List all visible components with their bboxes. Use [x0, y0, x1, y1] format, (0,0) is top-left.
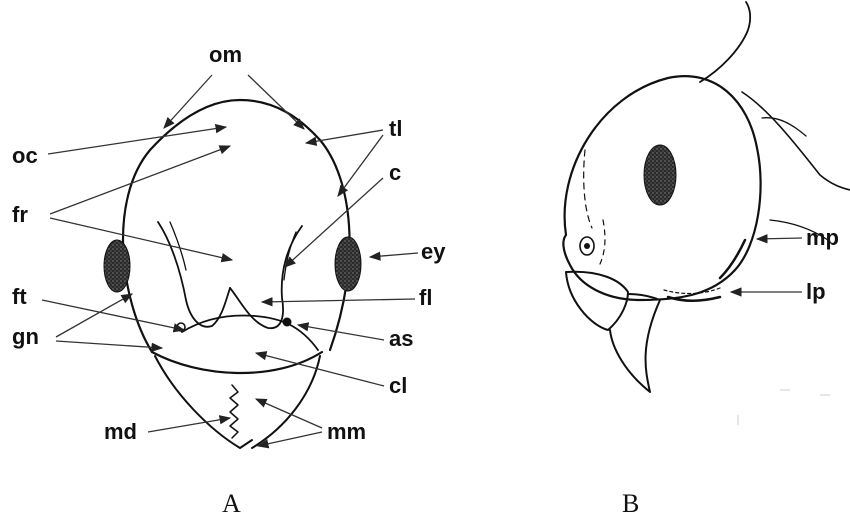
label-oc: oc — [12, 143, 38, 168]
label-mm: mm — [327, 419, 366, 444]
frontal-carina-right — [230, 226, 302, 328]
label-om: om — [209, 42, 242, 67]
frontal-carina-left — [158, 222, 230, 327]
label-c: c — [389, 160, 401, 185]
label-md: md — [104, 419, 137, 444]
eye-left — [104, 240, 130, 292]
mandible-lateral — [566, 272, 628, 330]
antennal-socket-right — [283, 318, 292, 327]
panel-b-labels: mp lp — [806, 225, 839, 304]
label-mp: mp — [806, 225, 839, 250]
clypeus-outline — [152, 352, 322, 373]
label-ey: ey — [421, 239, 446, 264]
label-fl: fl — [419, 285, 432, 310]
panel-label-a: A — [222, 489, 241, 518]
antenna-scape — [700, 2, 750, 82]
panel-a-head-drawing — [104, 100, 361, 448]
panel-a-pointer-arrows — [42, 75, 418, 446]
label-ft: ft — [12, 284, 27, 309]
label-as: as — [389, 326, 413, 351]
panel-a-labels: om oc tl c fr ey ft fl gn as cl md mm — [12, 42, 446, 444]
panel-b-head-drawing — [563, 2, 850, 425]
label-tl: tl — [389, 116, 402, 141]
eye-right — [335, 237, 361, 291]
panel-label-b: B — [622, 489, 639, 518]
label-gn: gn — [12, 324, 39, 349]
label-lp: lp — [806, 279, 826, 304]
label-fr: fr — [12, 202, 28, 227]
label-cl: cl — [389, 373, 407, 398]
eye-lateral — [644, 145, 676, 205]
mandible-masticatory-margin — [230, 385, 238, 438]
